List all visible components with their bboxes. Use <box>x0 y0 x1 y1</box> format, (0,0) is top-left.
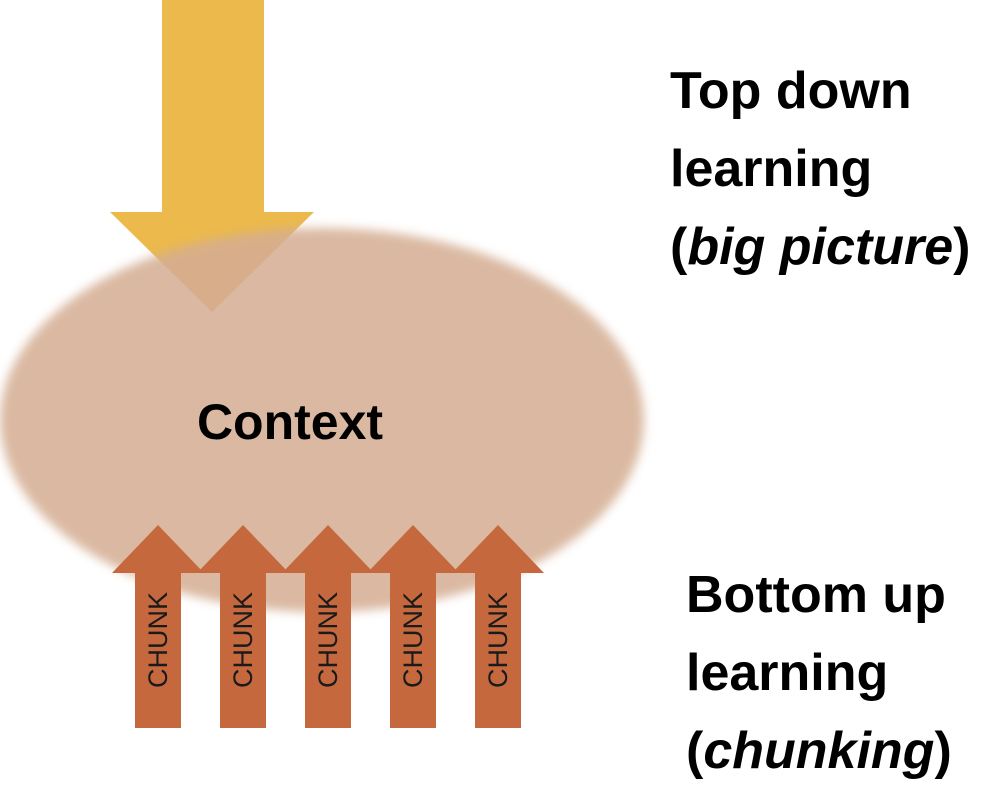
chunk-arrows: CHUNK CHUNK CHUNK CHUNK CHUNK <box>112 525 544 728</box>
big-picture-emphasis: big picture <box>687 218 954 276</box>
chunk-label: CHUNK <box>143 592 173 688</box>
chunk-arrow <box>452 525 544 728</box>
chunk-label: CHUNK <box>313 592 343 688</box>
context-ellipse <box>0 228 644 612</box>
chunk-arrow <box>367 525 459 728</box>
chunk-arrow <box>112 525 204 728</box>
bottom-up-learning-word: learning <box>686 644 889 702</box>
bottom-up-caption: (chunking) <box>686 722 952 780</box>
top-down-line: Top down <box>670 62 912 120</box>
bottom-up-line: Bottom up <box>686 566 946 624</box>
top-down-learning-word: learning <box>670 140 873 198</box>
chunking-emphasis: chunking <box>703 722 935 780</box>
chunk-label: CHUNK <box>228 592 258 688</box>
context-label: Context <box>196 394 384 450</box>
chunk-arrow <box>197 525 289 728</box>
chunk-label: CHUNK <box>398 592 428 688</box>
top-down-caption: (big picture) <box>670 218 971 276</box>
bottom-up-learning-label: Bottom up learning (chunking) <box>686 556 952 790</box>
chunk-arrow <box>282 525 374 728</box>
top-down-learning-label: Top down learning (big picture) <box>670 52 970 286</box>
chunk-label: CHUNK <box>483 592 513 688</box>
